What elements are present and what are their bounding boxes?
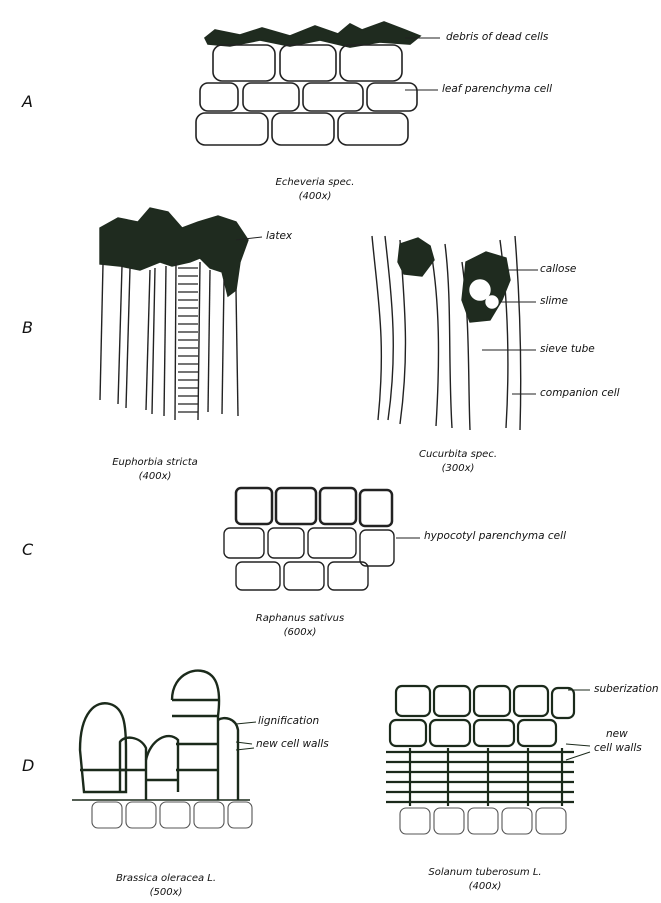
caption-solanum: Solanum tuberosum L. (400x) [410, 866, 560, 894]
leaf-parenchyma-cell [340, 45, 402, 81]
label-new-right-2: cell walls [594, 742, 642, 754]
caption-euphorbia: Euphorbia stricta (400x) [95, 456, 215, 484]
caption-brassica-name: Brassica oleracea L. [96, 872, 236, 886]
label-callose: callose [540, 263, 576, 275]
callose-plug [398, 238, 434, 276]
panel-a-drawing [196, 22, 440, 145]
label-new-cell-walls-left: new cell walls [256, 738, 329, 750]
caption-raphanus-name: Raphanus sativus [240, 612, 360, 626]
panel-d-right-lower-cells [400, 808, 566, 834]
leaf-parenchyma-cell [338, 113, 408, 145]
leaf-parenchyma-cell [213, 45, 275, 81]
leaf-parenchyma-cell [196, 113, 268, 145]
label-leaf-parenchyma: leaf parenchyma cell [442, 83, 552, 95]
section-label-a: A [22, 92, 33, 111]
caption-cucurbita: Cucurbita spec. (300x) [398, 448, 518, 476]
caption-brassica: Brassica oleracea L. (500x) [96, 872, 236, 900]
leaf-parenchyma-cell [303, 83, 363, 111]
label-sieve-tube: sieve tube [540, 343, 595, 355]
caption-echeveria: Echeveria spec. (400x) [250, 176, 380, 204]
label-slime: slime [540, 295, 568, 307]
leaf-parenchyma-cell [280, 45, 336, 81]
label-new-right-1: new [606, 728, 628, 740]
caption-euphorbia-name: Euphorbia stricta [95, 456, 215, 470]
panel-d-left-lower-cells [92, 802, 252, 828]
label-suberization: suberization [594, 683, 659, 695]
leaf-parenchyma-cell [272, 113, 334, 145]
label-companion-cell: companion cell [540, 387, 620, 399]
caption-cucurbita-mag: (300x) [398, 462, 518, 476]
panel-c-drawing [224, 488, 420, 590]
caption-echeveria-mag: (400x) [250, 190, 380, 204]
panel-b-left-drawing [100, 208, 262, 420]
caption-raphanus: Raphanus sativus (600x) [240, 612, 360, 640]
caption-solanum-mag: (400x) [410, 880, 560, 894]
leaf-parenchyma-cell [200, 83, 238, 111]
label-latex: latex [266, 230, 292, 242]
leaf-parenchyma-cell [367, 83, 417, 111]
dead-cell-debris [205, 22, 420, 47]
spiral-vessel [178, 268, 198, 412]
leaf-parenchyma-cell [243, 83, 299, 111]
caption-brassica-mag: (500x) [96, 886, 236, 900]
label-debris: debris of dead cells [446, 31, 548, 43]
section-label-c: C [22, 540, 33, 559]
caption-cucurbita-name: Cucurbita spec. [398, 448, 518, 462]
panel-d-right-drawing [386, 686, 590, 806]
caption-raphanus-mag: (600x) [240, 626, 360, 640]
panel-b-right-drawing [372, 236, 538, 430]
section-label-b: B [22, 318, 33, 337]
caption-solanum-name: Solanum tuberosum L. [410, 866, 560, 880]
section-label-d: D [22, 756, 34, 775]
panel-d-left-drawing [72, 671, 256, 800]
label-hypocotyl: hypocotyl parenchyma cell [424, 530, 566, 542]
caption-euphorbia-mag: (400x) [95, 470, 215, 484]
label-lignification: lignification [258, 715, 319, 727]
caption-echeveria-name: Echeveria spec. [250, 176, 380, 190]
